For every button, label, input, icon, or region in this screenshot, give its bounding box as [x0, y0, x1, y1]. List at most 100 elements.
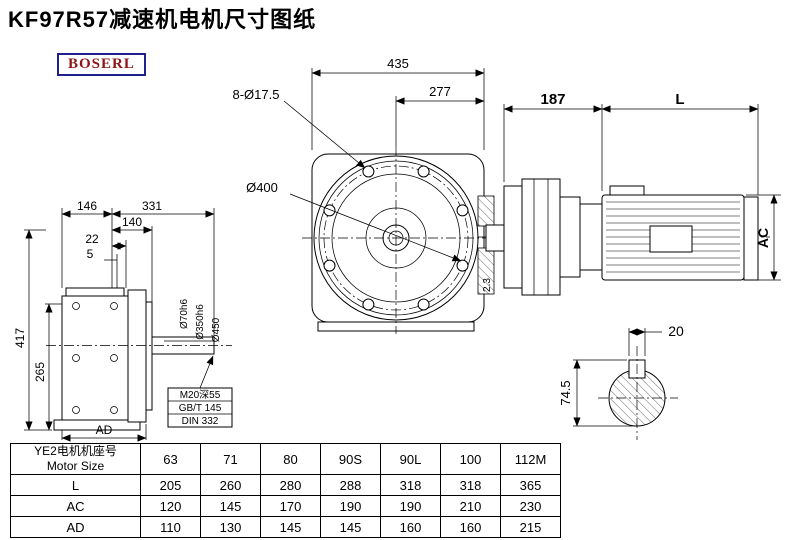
table-cell: 260: [200, 474, 261, 496]
motor-adapter: [579, 203, 603, 271]
table-cell: 130: [200, 516, 261, 538]
table-cell: 205: [140, 474, 201, 496]
dim-187: 187: [503, 91, 603, 191]
motor-side-view: 187 L AC: [478, 91, 781, 296]
dim-ac: AC: [746, 194, 781, 281]
table-cell: 120: [140, 495, 201, 517]
table-cell: 145: [260, 516, 321, 538]
mounting-feet: [53, 419, 141, 431]
header-motor-size-cn: YE2电机机座号: [34, 444, 117, 458]
dim-417-label: 417: [13, 328, 27, 348]
dim-5-label: 5: [87, 247, 94, 261]
gear-housing: [61, 295, 129, 421]
dim-ad: AD: [61, 423, 147, 442]
dim-22: 22: [85, 232, 127, 288]
dim-20-label: 20: [668, 323, 684, 339]
table-header-row: YE2电机机座号 Motor Size 63 71 80 90S 90L 100…: [10, 443, 561, 475]
bolt-holes: [323, 165, 469, 311]
side-view: 146 331 140 22 5 417 265: [13, 199, 233, 442]
header-size-80: 80: [260, 443, 321, 475]
table-cell: 170: [260, 495, 321, 517]
spigot-diameter-label: Ø350h6: [195, 304, 206, 340]
output-flange: [127, 289, 147, 423]
table-cell: 160: [440, 516, 501, 538]
dim-187-label: 187: [540, 91, 565, 108]
table-cell: 365: [500, 474, 561, 496]
dim-277-label: 277: [429, 84, 451, 99]
shaft-cross-section: 20 74.5: [558, 323, 684, 440]
header-size-100: 100: [440, 443, 501, 475]
dim-key-height: 74.5: [558, 359, 635, 427]
table-cell: 190: [380, 495, 441, 517]
dim-417: 417: [13, 229, 52, 431]
table-cell: 145: [320, 516, 381, 538]
technical-drawing: 435 277 8-Ø17.5 Ø400 2.3: [13, 56, 781, 442]
dim-140-label: 140: [122, 215, 142, 229]
table-cell: 318: [440, 474, 501, 496]
gearbox-housing: [521, 178, 561, 296]
table-cell: 318: [380, 474, 441, 496]
header-motor-size: YE2电机机座号 Motor Size: [10, 443, 141, 475]
tap-hole-note: M20深55 GB/T 145 DIN 332: [167, 355, 233, 428]
holes-callout: 8-Ø17.5: [233, 87, 366, 169]
row-label-ac: AC: [10, 495, 141, 517]
header-size-90s: 90S: [320, 443, 381, 475]
output-shaft-stub: [485, 224, 505, 252]
table-cell: 190: [320, 495, 381, 517]
gearbox-flange: [503, 185, 523, 289]
dim-146-331: 146 331: [61, 199, 215, 335]
header-size-71: 71: [200, 443, 261, 475]
header-size-112m: 112M: [500, 443, 561, 475]
gearbox-step: [559, 196, 581, 278]
table-cell: 110: [140, 516, 201, 538]
gear-housing-top: [65, 287, 125, 297]
table-cell: 160: [380, 516, 441, 538]
dim-l-label: L: [675, 91, 684, 108]
row-label-l: L: [10, 474, 141, 496]
flange-diameter-label: Ø450: [211, 317, 222, 342]
dim-435-label: 435: [387, 56, 409, 71]
dim-265-label: 265: [33, 362, 47, 382]
front-view: 435 277 8-Ø17.5 Ø400 2.3: [233, 56, 495, 334]
header-motor-size-en: Motor Size: [46, 459, 105, 473]
dim-140: 140: [111, 215, 153, 302]
std-gb-label: GB/T 145: [179, 403, 222, 414]
dim-5: 5: [87, 247, 118, 288]
header-size-90l: 90L: [380, 443, 441, 475]
dim-277: 277: [395, 84, 485, 146]
surface-note: 2.3: [482, 278, 493, 292]
dim-74-5-label: 74.5: [558, 380, 573, 405]
header-size-63: 63: [140, 443, 201, 475]
housing-bolts: [72, 302, 118, 414]
dim-22-label: 22: [85, 232, 99, 246]
shaft-diameter-label: Ø70h6: [179, 299, 190, 329]
page-title: KF97R57减速机电机尺寸图纸: [8, 7, 317, 32]
table-row-ac: AC 120 145 170 190 190 210 230: [10, 495, 561, 517]
flange-spigot: [145, 301, 153, 411]
table-cell: 230: [500, 495, 561, 517]
dim-265: 265: [33, 303, 62, 431]
dim-ac-label: AC: [755, 228, 771, 248]
dim-331-label: 331: [142, 199, 162, 213]
table-cell: 145: [200, 495, 261, 517]
dim-key-width: 20: [628, 323, 684, 356]
table-cell: 280: [260, 474, 321, 496]
table-cell: 288: [320, 474, 381, 496]
dim-ad-label: AD: [96, 423, 113, 437]
bolt-circle-label: Ø400: [246, 180, 278, 195]
motor-size-table: YE2电机机座号 Motor Size 63 71 80 90S 90L 100…: [10, 443, 561, 538]
dim-146-label: 146: [77, 199, 97, 213]
dim-435: 435: [311, 56, 485, 150]
motor-nameplate: [649, 225, 693, 253]
brand-logo: BOSERL: [57, 53, 146, 76]
std-din-label: DIN 332: [182, 416, 219, 427]
table-row-ad: AD 110 130 145 145 160 160 215: [10, 516, 561, 538]
table-cell: 210: [440, 495, 501, 517]
dim-l: L: [601, 91, 759, 195]
table-cell: 215: [500, 516, 561, 538]
tap-hole-label: M20深55: [180, 389, 221, 401]
table-row-l: L 205 260 280 288 318 318 365: [10, 474, 561, 496]
holes-label: 8-Ø17.5: [233, 87, 280, 102]
input-section-hatch-top: [477, 195, 495, 227]
bolt-circle-callout: Ø400: [246, 180, 462, 262]
